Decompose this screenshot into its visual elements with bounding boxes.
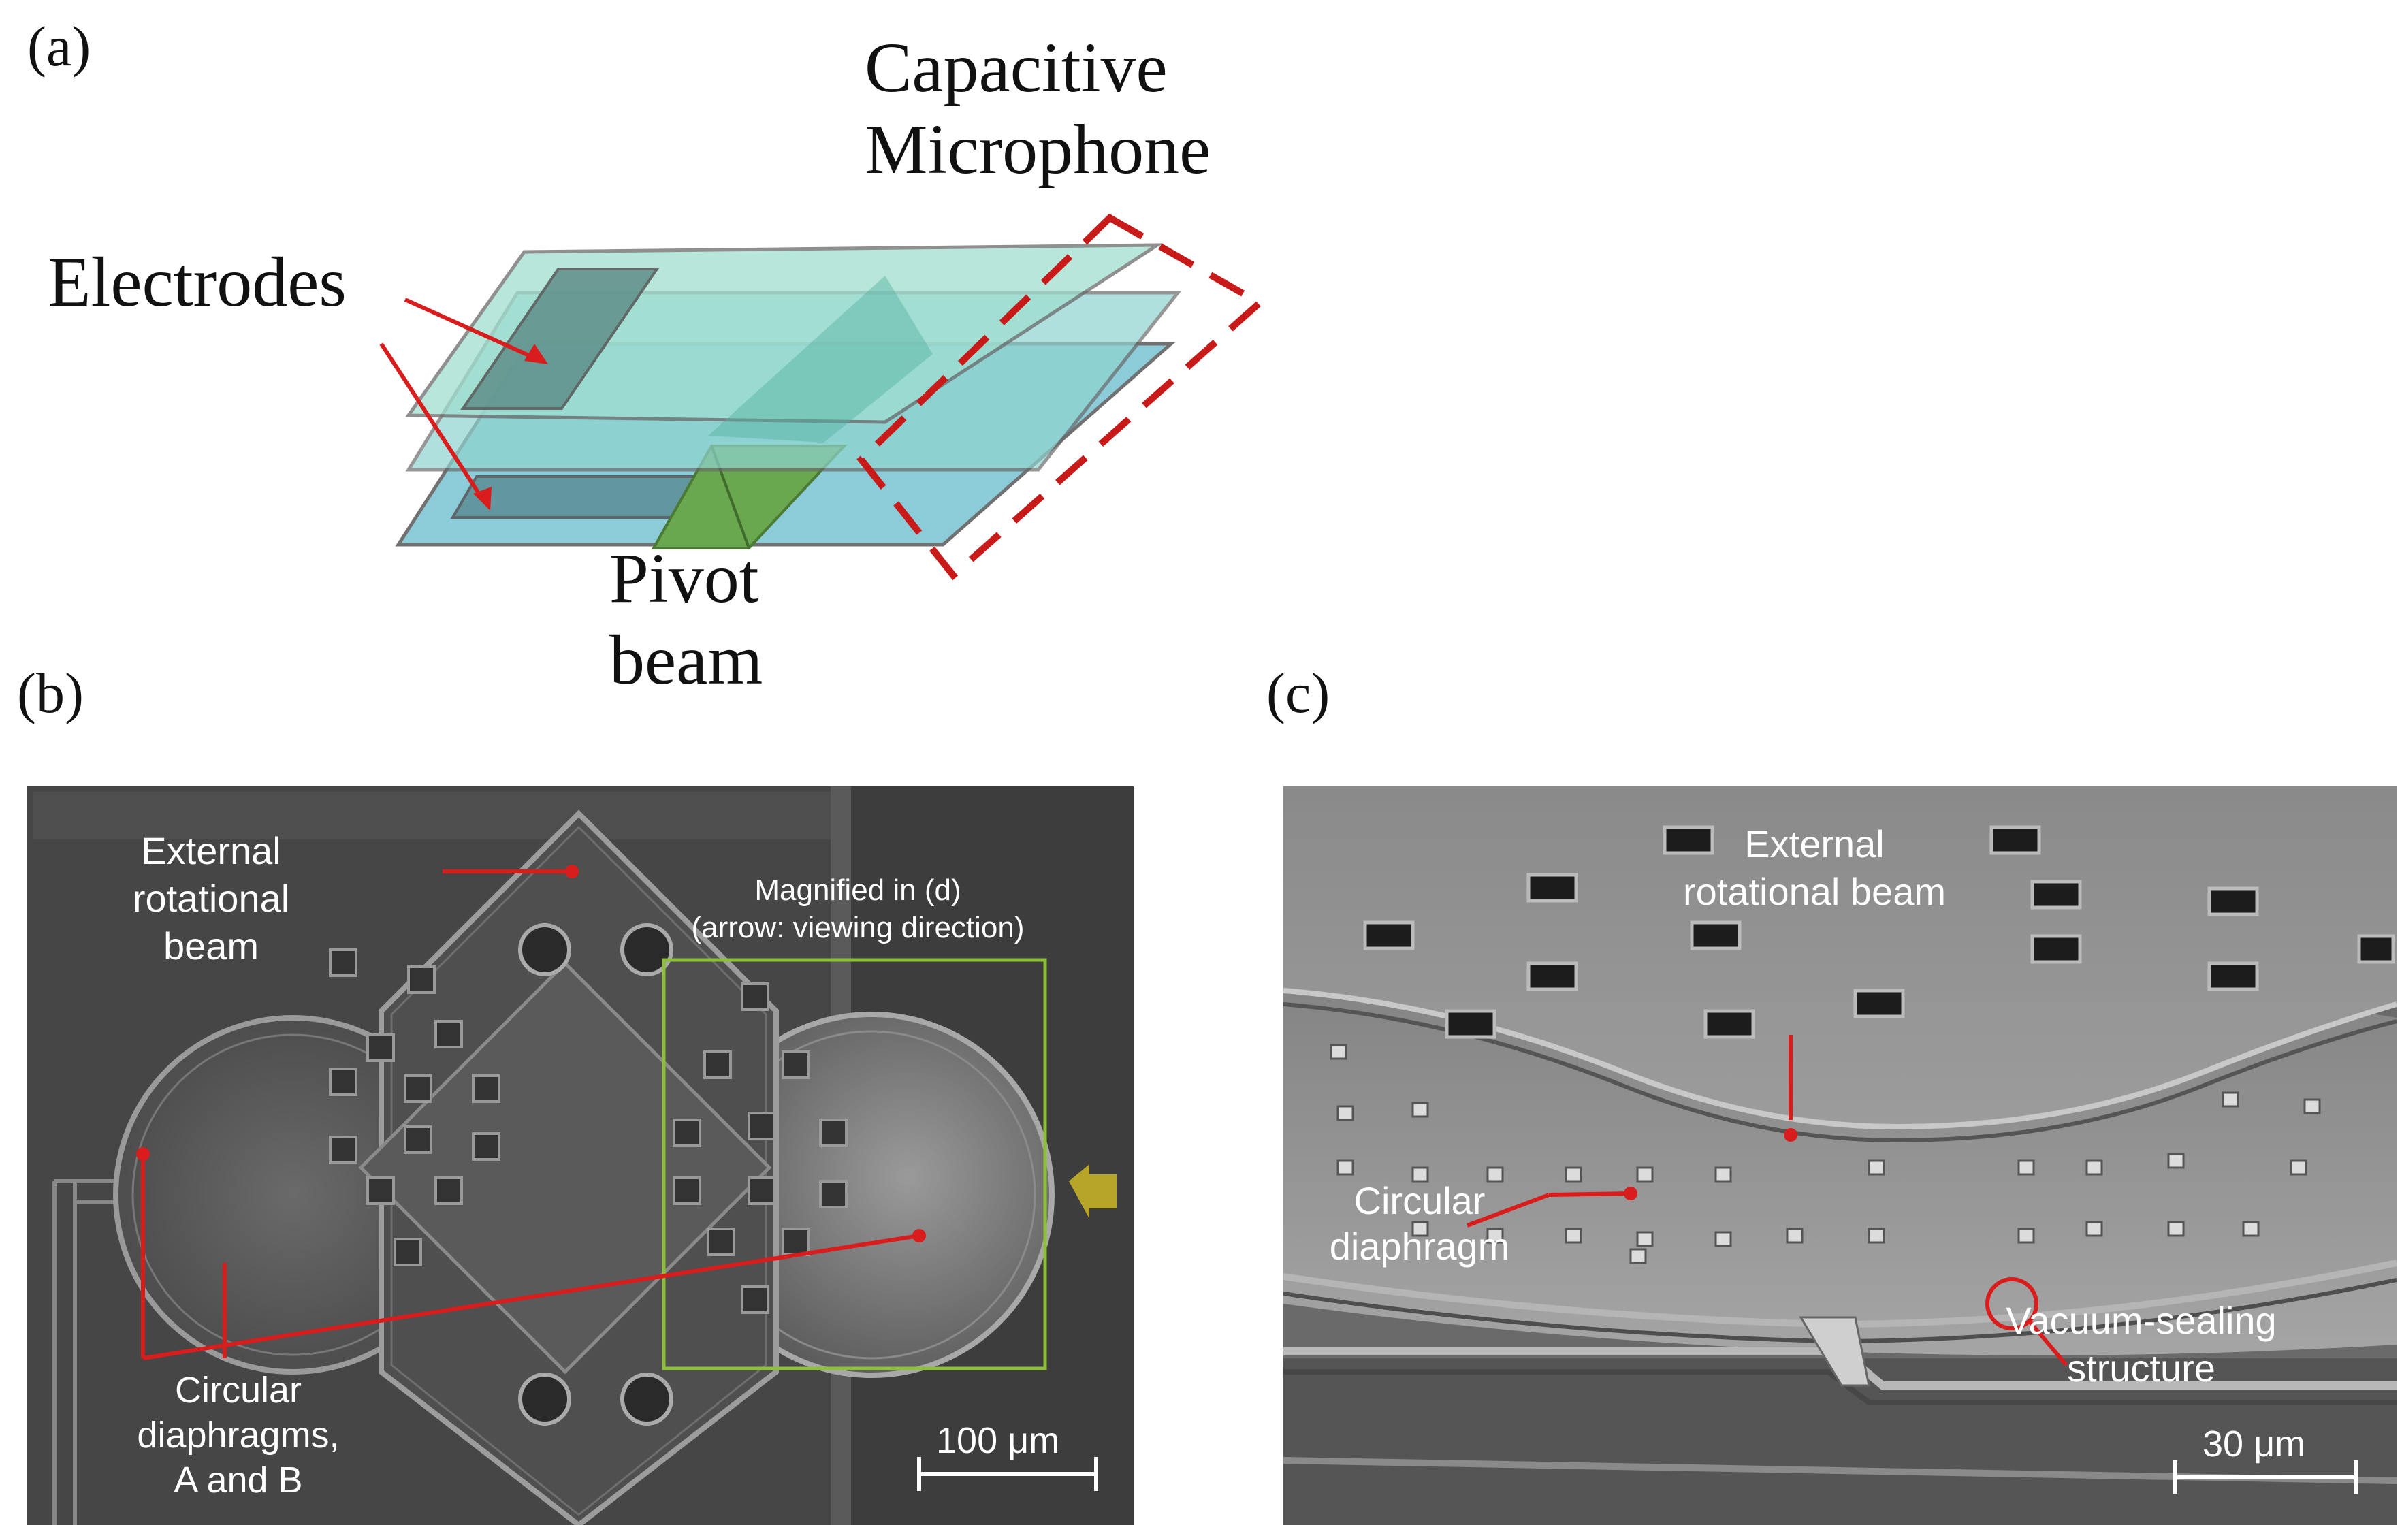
vacuum-sealing-bumps — [1330, 1044, 2321, 1264]
capacitive-microphone-diagram — [379, 213, 1266, 581]
b-ext-line-2: rotational beam — [132, 877, 290, 967]
c-vac-line-1: Vacuum-sealing — [2006, 1299, 2277, 1342]
electrodes-label: Electrodes — [48, 243, 347, 321]
b-mag-line-2: (arrow: viewing direction) — [691, 911, 1025, 944]
b-dia-line-1: Circular — [174, 1370, 302, 1411]
panel-c-scale-label: 30 μm — [2203, 1424, 2306, 1464]
panel-c-ext-beam-label: External rotational beam — [1671, 820, 1957, 916]
panel-b-magnified-label: Magnified in (d) (arrow: viewing directi… — [654, 871, 1062, 946]
b-mag-line-1: Magnified in (d) — [754, 873, 961, 907]
capacitive-line-1: Capacitive — [865, 29, 1168, 107]
magnified-region-box — [662, 958, 1047, 1370]
diaphragm-b-pointer — [142, 1234, 920, 1360]
c-vacuum-pointer — [2028, 1320, 2068, 1366]
panel-b-sem-image: External rotational beam Magnified in (d… — [27, 786, 1134, 1525]
microphone-highlight-box — [856, 213, 1266, 581]
c-ext-line-2: rotational beam — [1682, 870, 1946, 913]
scale-bar-b — [917, 1457, 1098, 1491]
b-ext-line-1: External — [141, 829, 281, 872]
scale-bar-c — [2173, 1460, 2358, 1494]
panel-b-scale-label: 100 μm — [936, 1420, 1060, 1461]
external-rotational-beam-surface — [1283, 786, 2397, 1127]
c-diaphragm-pointer — [1466, 1193, 1550, 1228]
vacuum-sealing-highlight — [1985, 1277, 2038, 1330]
panel-c-diaphragm-label: Circular diaphragm — [1304, 1178, 1535, 1269]
pivot-beam-label: Pivot beam — [609, 538, 763, 701]
b-dia-line-2: diaphragms, — [137, 1414, 340, 1456]
c-vac-line-2: structure — [2067, 1347, 2215, 1390]
c-ext-line-1: External — [1744, 822, 1885, 865]
pivot-line-1: Pivot — [609, 539, 759, 617]
panel-a-label: (a) — [27, 15, 91, 78]
panel-c-label: (c) — [1266, 662, 1330, 725]
panel-b-label: (b) — [17, 662, 84, 725]
panel-c-sem-image: External rotational beam Circular diaphr… — [1283, 786, 2397, 1525]
b-dia-line-3: A and B — [174, 1459, 303, 1501]
electrodes-arrow-top — [404, 298, 539, 362]
capacitive-label: Capacitive Microphone — [865, 27, 1211, 190]
etch-holes-right — [673, 982, 848, 1314]
panel-c-vacuum-label: Vacuum-sealing structure — [1964, 1297, 2318, 1392]
pivot-line-2: beam — [609, 620, 763, 699]
c-dia-line-1: Circular — [1354, 1179, 1486, 1222]
electrodes-arrow-bottom — [379, 342, 485, 502]
c-dia-line-2: diaphragm — [1329, 1225, 1510, 1268]
viewing-direction-arrow — [1069, 1164, 1117, 1219]
etch-holes-left — [329, 948, 500, 1266]
beam-holes — [1363, 825, 2395, 1039]
panel-b-diaphragms-label: Circular diaphragms, A and B — [116, 1368, 361, 1503]
panel-b-ext-beam-label: External rotational beam — [82, 827, 340, 970]
capacitive-line-2: Microphone — [865, 110, 1211, 189]
top-electrode — [460, 268, 660, 410]
